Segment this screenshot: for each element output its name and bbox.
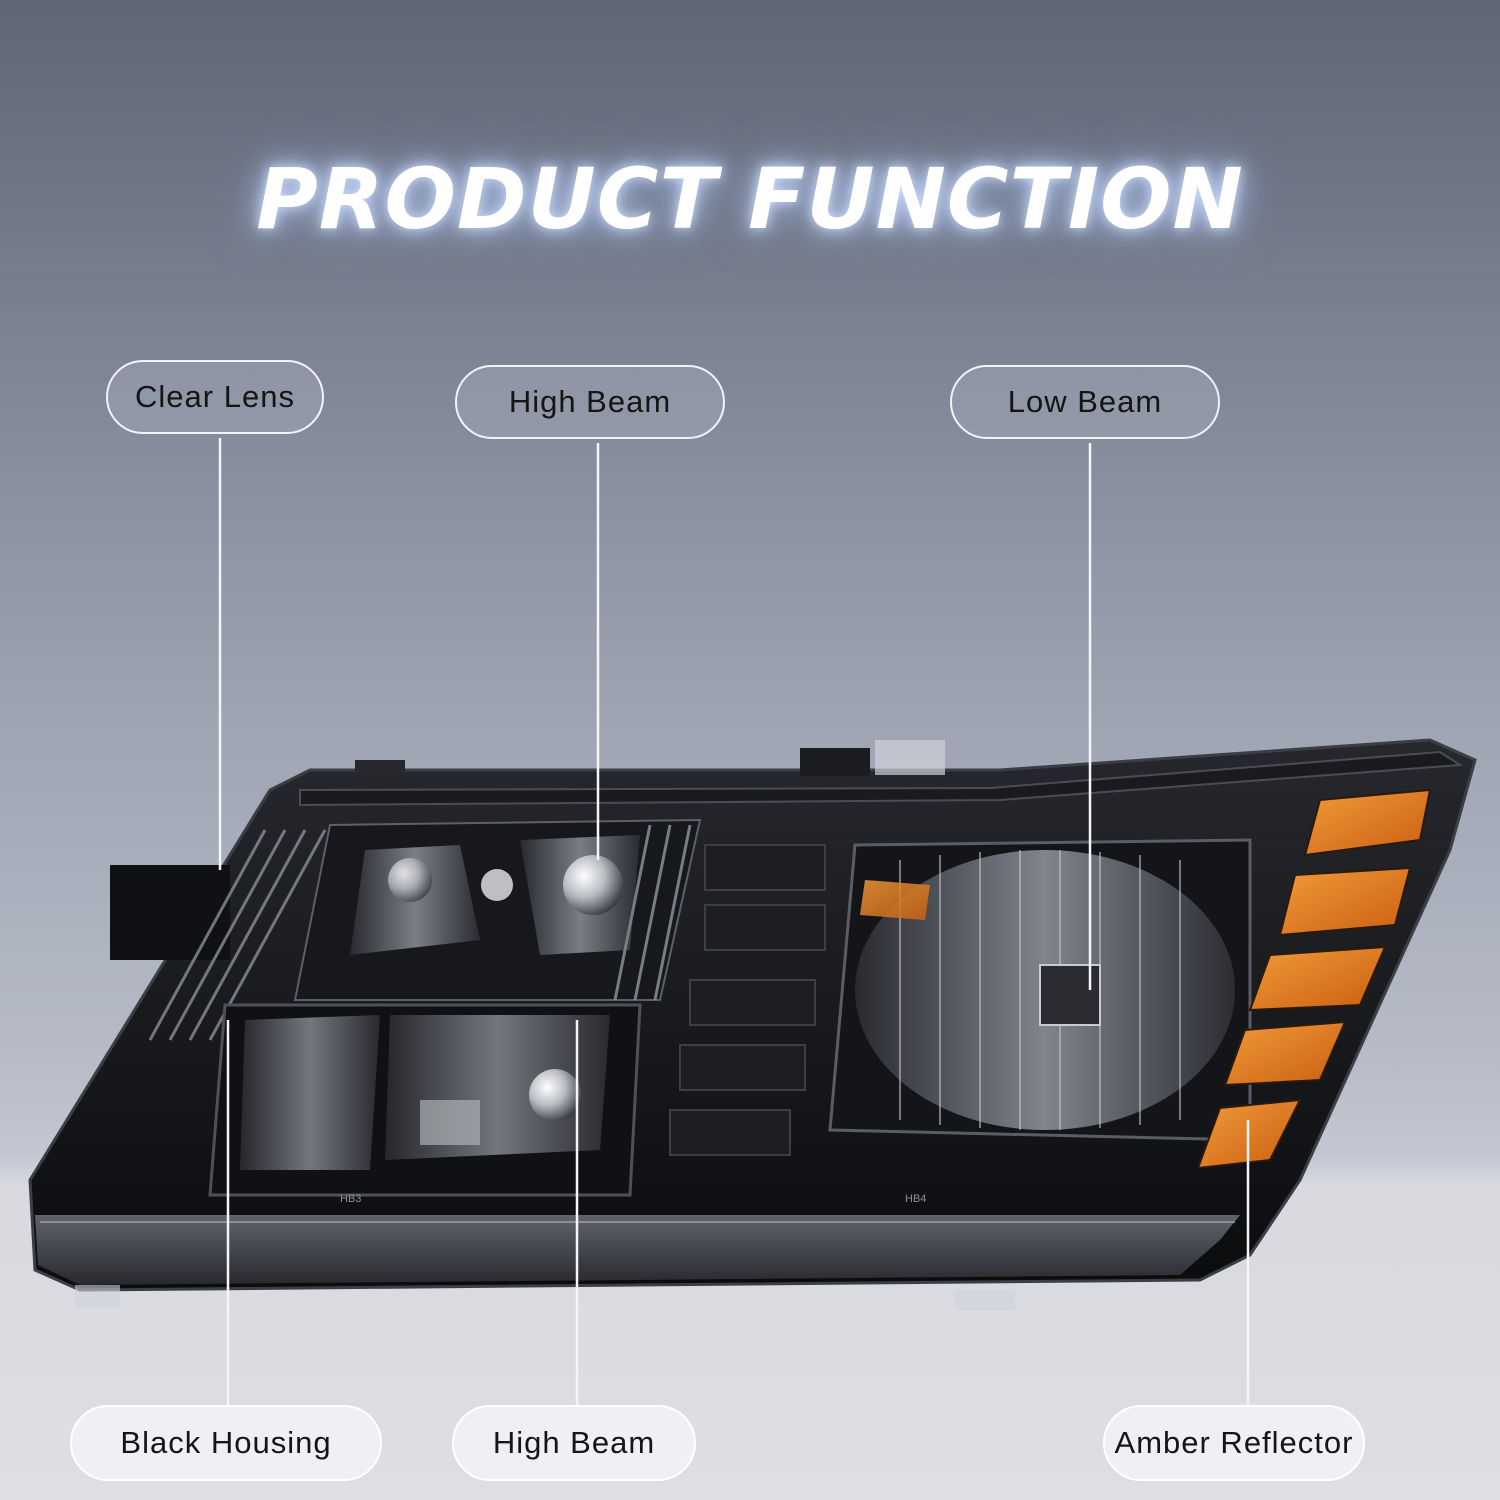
high-beam-label-bottom: High Beam [452,1405,696,1481]
page-title: PRODUCT FUNCTION [256,150,1244,248]
high-beam-bulb-upper [563,855,623,915]
amber-reflector-label: Amber Reflector [1103,1405,1365,1481]
mounting-tab [110,865,230,960]
center-vents [669,844,826,1156]
hb3-mark: HB3 [340,1193,361,1205]
clear-lens-label: Clear Lens [106,360,324,434]
black-housing-label: Black Housing [70,1405,382,1481]
clear-lens-strip [35,1215,1240,1285]
high-beam-label-top: High Beam [455,365,725,439]
low-beam-label: Low Beam [950,365,1220,439]
hb4-mark: HB4 [905,1193,926,1205]
high-beam-bulb-lower [529,1069,581,1121]
